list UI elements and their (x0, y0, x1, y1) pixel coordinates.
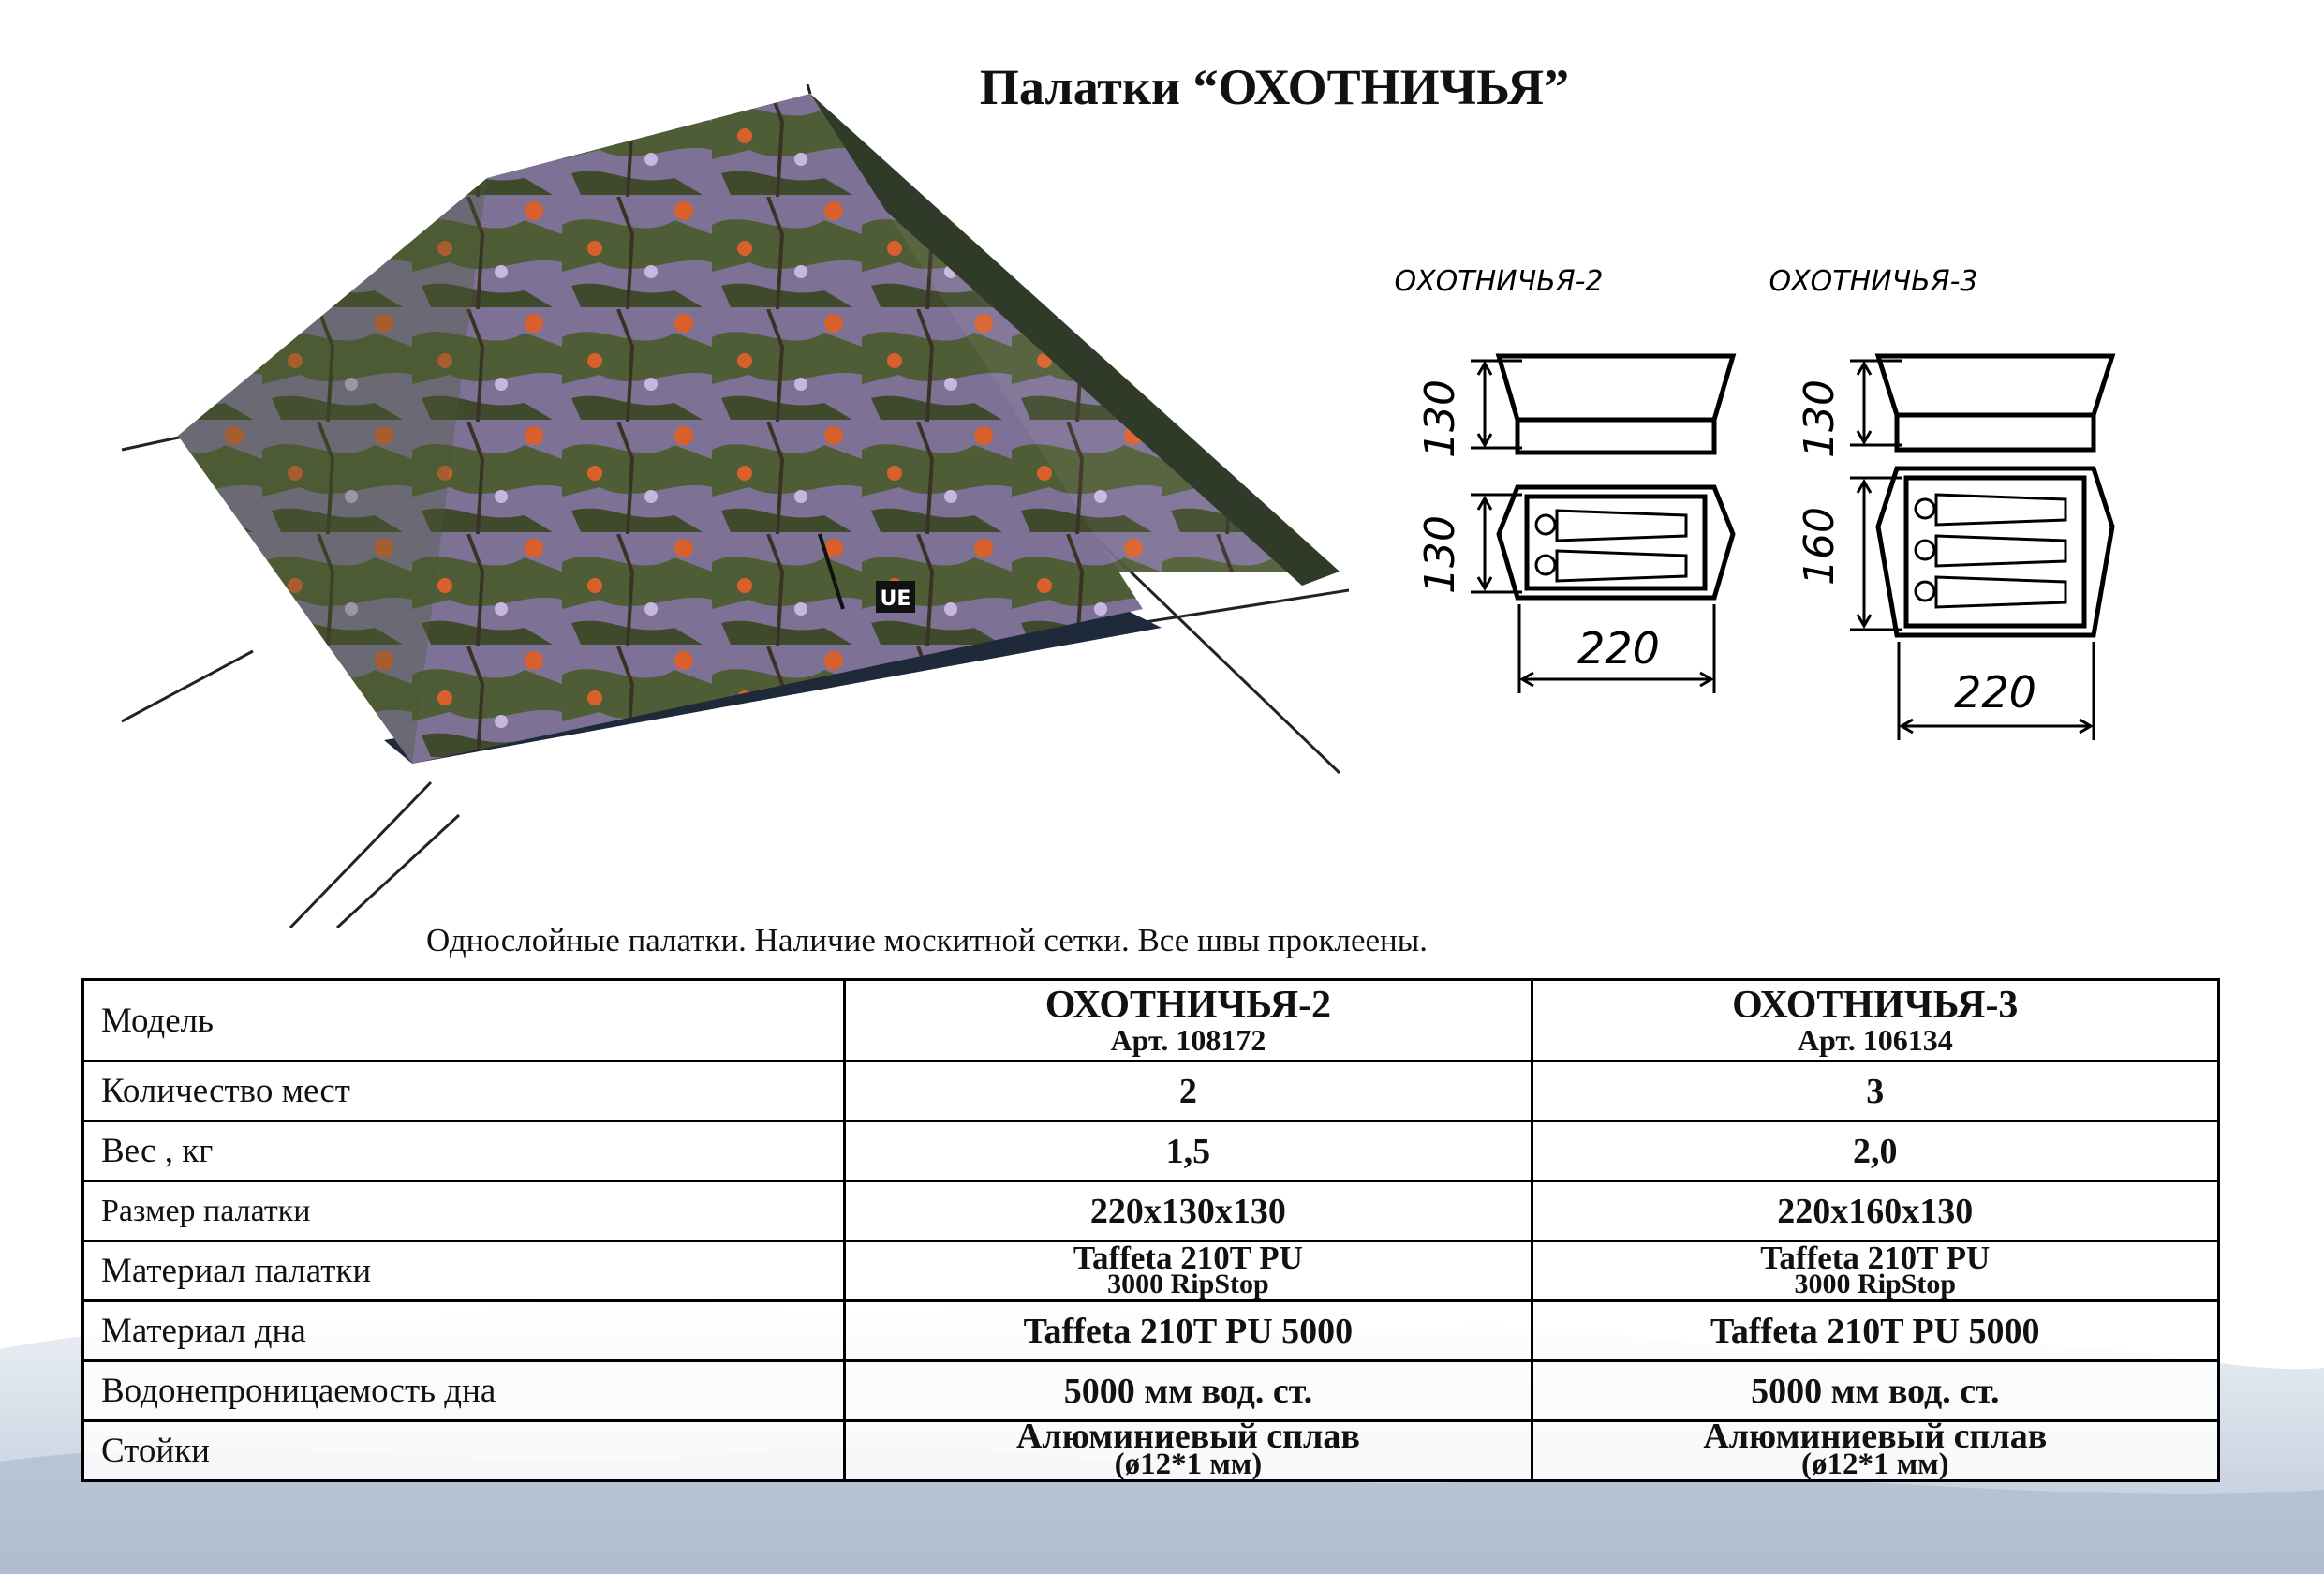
row-label: Вес , кг (81, 1120, 847, 1182)
value-cell: 1,5 (843, 1120, 1533, 1182)
tent-dimension-diagrams: ОХОТНИЧЬЯ-2 130 130 220 ОХОТНИЧЬЯ-3 (1394, 265, 2116, 740)
value-line: 3000 RipStop (1794, 1269, 1957, 1299)
model-art: Арт. 108172 (1110, 1023, 1266, 1057)
row-label: Размер палатки (81, 1180, 847, 1242)
value-cell: Taffeta 210T PU 3000 RipStop (1530, 1240, 2221, 1302)
value-cell: 3 (1530, 1060, 2221, 1122)
model-cell: ОХОТНИЧЬЯ-2 Арт. 108172 (843, 978, 1533, 1062)
diagram-height-left: 130 (1416, 379, 1464, 458)
spec-table: Модель ОХОТНИЧЬЯ-2 Арт. 108172 ОХОТНИЧЬЯ… (81, 978, 2221, 1482)
value-line: (ø12*1 мм) (1800, 1447, 1949, 1481)
diagram-name-left: ОХОТНИЧЬЯ-2 (1394, 265, 1603, 298)
diagram-name-right: ОХОТНИЧЬЯ-3 (1769, 265, 1977, 298)
table-row: Водонепроницаемость дна 5000 мм вод. ст.… (81, 1359, 2221, 1422)
value-cell: Алюминиевый сплав (ø12*1 мм) (1530, 1417, 2221, 1482)
value-line: Алюминиевый сплав (1015, 1417, 1360, 1457)
value-cell: Taffeta 210T PU 5000 (843, 1299, 1533, 1362)
value-cell: Taffeta 210T PU 3000 RipStop (843, 1240, 1533, 1302)
table-row: Материал дна Taffeta 210T PU 5000 Taffet… (81, 1299, 2221, 1362)
tent-description: Однослойные палатки. Наличие москитной с… (426, 922, 1428, 958)
table-row: Стойки Алюминиевый сплав (ø12*1 мм) Алюм… (81, 1417, 2221, 1482)
model-cell: ОХОТНИЧЬЯ-3 Арт. 106134 (1530, 978, 2221, 1062)
table-row: Материал палатки Taffeta 210T PU 3000 Ri… (81, 1240, 2221, 1302)
value-line: (ø12*1 мм) (1114, 1447, 1263, 1481)
table-row: Количество мест 2 3 (81, 1060, 2221, 1122)
row-label: Модель (81, 978, 847, 1062)
value-cell: Taffeta 210T PU 5000 (1530, 1299, 2221, 1362)
diagram-width-right: 160 (1796, 507, 1843, 586)
row-label: Количество мест (81, 1060, 847, 1122)
table-row: Модель ОХОТНИЧЬЯ-2 Арт. 108172 ОХОТНИЧЬЯ… (81, 978, 2221, 1062)
row-label: Материал палатки (81, 1240, 847, 1302)
model-art: Арт. 106134 (1797, 1023, 1953, 1057)
value-line: 3000 RipStop (1107, 1269, 1269, 1299)
diagram-length-right: 220 (1954, 667, 2036, 718)
tent-photo: UE (121, 84, 1349, 928)
value-cell: 2,0 (1530, 1120, 2221, 1182)
diagram-height-right: 130 (1796, 379, 1843, 458)
table-row: Вес , кг 1,5 2,0 (81, 1120, 2221, 1182)
value-cell: 220x130x130 (843, 1180, 1533, 1242)
value-line: Алюминиевый сплав (1703, 1417, 2048, 1457)
page-title: Палатки “ОХОТНИЧЬЯ” (979, 59, 1570, 115)
value-cell: 5000 мм вод. ст. (1530, 1359, 2221, 1422)
svg-text:UE: UE (881, 587, 911, 611)
value-cell: 220x160x130 (1530, 1180, 2221, 1242)
diagram-width-left: 130 (1416, 515, 1464, 594)
model-name: ОХОТНИЧЬЯ-2 (1044, 984, 1332, 1027)
value-cell: 5000 мм вод. ст. (843, 1359, 1533, 1422)
row-label: Материал дна (81, 1299, 847, 1362)
model-name: ОХОТНИЧЬЯ-3 (1732, 984, 2019, 1027)
value-line: Taffeta 210T PU (1760, 1240, 1991, 1276)
value-cell: 2 (843, 1060, 1533, 1122)
diagram-length-left: 220 (1577, 623, 1660, 674)
table-row: Размер палатки 220x130x130 220x160x130 (81, 1180, 2221, 1242)
row-label: Стойки (81, 1419, 847, 1482)
row-label: Водонепроницаемость дна (81, 1359, 847, 1422)
value-cell: Алюминиевый сплав (ø12*1 мм) (843, 1417, 1533, 1482)
value-line: Taffeta 210T PU (1073, 1240, 1303, 1276)
